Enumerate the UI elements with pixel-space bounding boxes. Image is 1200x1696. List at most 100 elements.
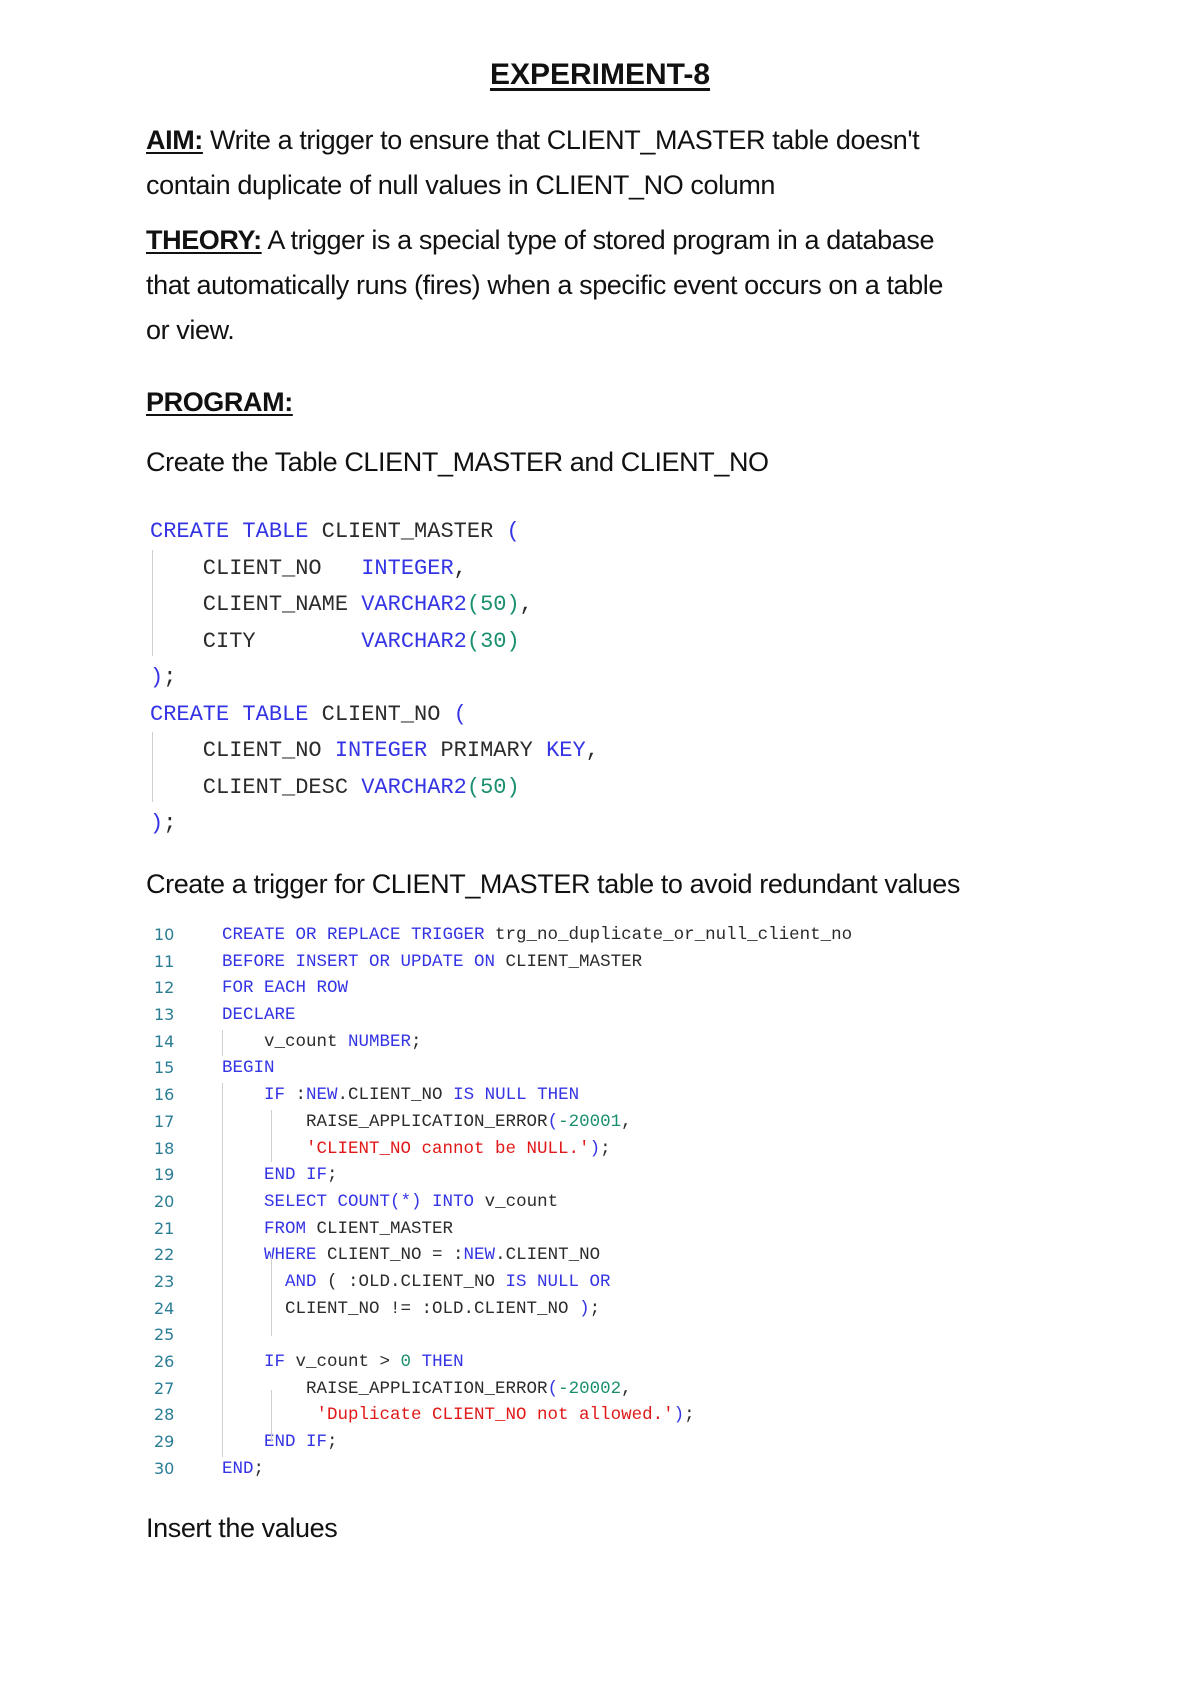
- code-token: THEN: [411, 1352, 464, 1372]
- theory-section: THEORY: A trigger is a special type of s…: [146, 218, 1066, 353]
- code-token: [222, 1405, 317, 1425]
- code-token: SELECT COUNT: [222, 1191, 391, 1212]
- code-text: END IF;: [222, 1162, 338, 1189]
- code-token: ;: [589, 1298, 601, 1319]
- code-token: RAISE_APPLICATION_ERROR: [222, 1378, 548, 1399]
- code-token: (: [506, 519, 520, 544]
- code-token: IF: [222, 1085, 286, 1106]
- line-number: 26: [154, 1352, 175, 1371]
- code-text: RAISE_APPLICATION_ERROR(-20002,: [222, 1376, 632, 1403]
- code-token: NUMBER: [348, 1031, 412, 1052]
- line-number: 24: [154, 1298, 175, 1318]
- code-token: (: [466, 774, 481, 800]
- step-create-trigger: Create a trigger for CLIENT_MASTER table…: [146, 869, 961, 899]
- code-token: trg_no_duplicate_or_null_client_no: [484, 925, 853, 945]
- page-title: EXPERIMENT-8: [489, 58, 711, 91]
- code-token: ;: [600, 1138, 611, 1159]
- line-number: 30: [154, 1458, 175, 1478]
- code-token: CLIENT_NO = :: [316, 1245, 464, 1266]
- code-token: DECLARE: [222, 1005, 296, 1026]
- code-token: CLIENT_NO: [308, 701, 454, 727]
- code-token: CREATE OR REPLACE TRIGGER: [222, 925, 485, 945]
- line-number: 11: [154, 951, 175, 971]
- code-token: ,: [519, 592, 533, 617]
- code-token: VARCHAR2: [361, 592, 467, 617]
- code-token: ;: [684, 1405, 695, 1426]
- code-token: ;: [253, 1458, 265, 1479]
- step-insert-values: Insert the values: [146, 1513, 338, 1543]
- code-token: v_count: [222, 1031, 349, 1052]
- code-token: CLIENT_NO != :OLD.CLIENT_NO: [222, 1298, 580, 1319]
- code-token: RAISE_APPLICATION_ERROR: [222, 1111, 548, 1132]
- code-token: .CLIENT_NO: [337, 1085, 454, 1106]
- code-token: WHERE: [222, 1245, 317, 1266]
- line-number: 16: [154, 1085, 175, 1105]
- code-text: 'CLIENT_NO cannot be NULL.');: [222, 1136, 611, 1163]
- code-token: CLIENT_MASTER: [306, 1218, 454, 1239]
- code-token: (: [466, 628, 481, 654]
- create-table-code-block: CREATE TABLE CLIENT_MASTER ( CLIENT_NO I…: [150, 514, 599, 843]
- code-token: END IF: [222, 1165, 328, 1186]
- line-number: 29: [154, 1432, 175, 1452]
- code-token: ;: [411, 1031, 422, 1052]
- indent-guide: [271, 1110, 272, 1162]
- code-text: IF :NEW.CLIENT_NO IS NULL THEN: [222, 1082, 579, 1109]
- line-number: 23: [154, 1271, 175, 1291]
- code-text: 'Duplicate CLIENT_NO not allowed.');: [222, 1402, 695, 1429]
- theory-text-line3: or view.: [146, 315, 235, 345]
- indent-guide: [152, 550, 153, 656]
- code-line: CREATE TABLE CLIENT_NO (: [150, 697, 599, 734]
- indent-guide: [152, 732, 153, 802]
- code-token: ,: [453, 555, 467, 581]
- theory-text-line2: that automatically runs (fires) when a s…: [146, 270, 943, 300]
- line-number: 27: [154, 1378, 175, 1398]
- line-number: 21: [154, 1218, 175, 1238]
- code-token: v_count: [474, 1191, 559, 1212]
- code-token: ( :OLD.CLIENT_NO: [316, 1271, 506, 1292]
- code-token: CLIENT_NAME: [150, 592, 362, 617]
- code-token: AND: [222, 1271, 317, 1292]
- line-number: 28: [154, 1405, 175, 1425]
- aim-section: AIM: Write a trigger to ensure that CLIE…: [146, 118, 1066, 208]
- line-number: 10: [154, 925, 175, 944]
- line-number: 25: [154, 1325, 175, 1345]
- indent-guide: [271, 1390, 272, 1442]
- code-token: CLIENT_NO: [150, 738, 335, 763]
- code-token: FOR EACH ROW: [222, 978, 349, 999]
- code-token: CLIENT_MASTER: [495, 951, 643, 972]
- code-line: CREATE TABLE CLIENT_MASTER (: [150, 514, 599, 551]
- code-text: IF v_count > 0 THEN: [222, 1349, 464, 1376]
- code-text: RAISE_APPLICATION_ERROR(-20001,: [222, 1109, 632, 1136]
- code-token: (: [547, 1111, 559, 1132]
- code-token: ): [673, 1405, 685, 1426]
- code-text: FOR EACH ROW: [222, 975, 348, 1002]
- code-token: v_count >: [285, 1352, 401, 1372]
- code-token: ): [589, 1138, 601, 1159]
- line-number: 20: [154, 1191, 175, 1211]
- code-token: IS NULL OR: [505, 1271, 611, 1292]
- code-token: INTEGER: [334, 738, 428, 763]
- code-line: CLIENT_NAME VARCHAR2(50),: [150, 587, 599, 624]
- code-text: END;: [222, 1456, 264, 1483]
- theory-text-line1: A trigger is a special type of stored pr…: [261, 225, 935, 255]
- code-text: SELECT COUNT(*) INTO v_count: [222, 1189, 558, 1216]
- code-token: ): [506, 774, 520, 800]
- code-token: 30: [480, 628, 507, 654]
- code-text: END IF;: [222, 1429, 338, 1456]
- code-text: FROM CLIENT_MASTER: [222, 1216, 453, 1243]
- code-token: 50: [480, 592, 507, 617]
- code-line: CLIENT_DESC VARCHAR2(50): [150, 770, 599, 807]
- code-token: END IF: [222, 1432, 328, 1453]
- code-token: (: [466, 592, 481, 617]
- code-line: );: [150, 806, 599, 843]
- code-token: NEW: [463, 1245, 496, 1266]
- code-token: ): [150, 811, 164, 836]
- code-token: FROM: [222, 1218, 307, 1239]
- code-token: KEY: [546, 738, 586, 763]
- code-token: ): [506, 628, 520, 654]
- code-token: CREATE TABLE: [150, 701, 309, 727]
- code-token: :: [285, 1085, 307, 1106]
- code-token: 'CLIENT_NO cannot be NULL.': [306, 1138, 590, 1159]
- line-number: 14: [154, 1031, 175, 1051]
- code-token: BEFORE INSERT OR UPDATE ON: [222, 951, 496, 972]
